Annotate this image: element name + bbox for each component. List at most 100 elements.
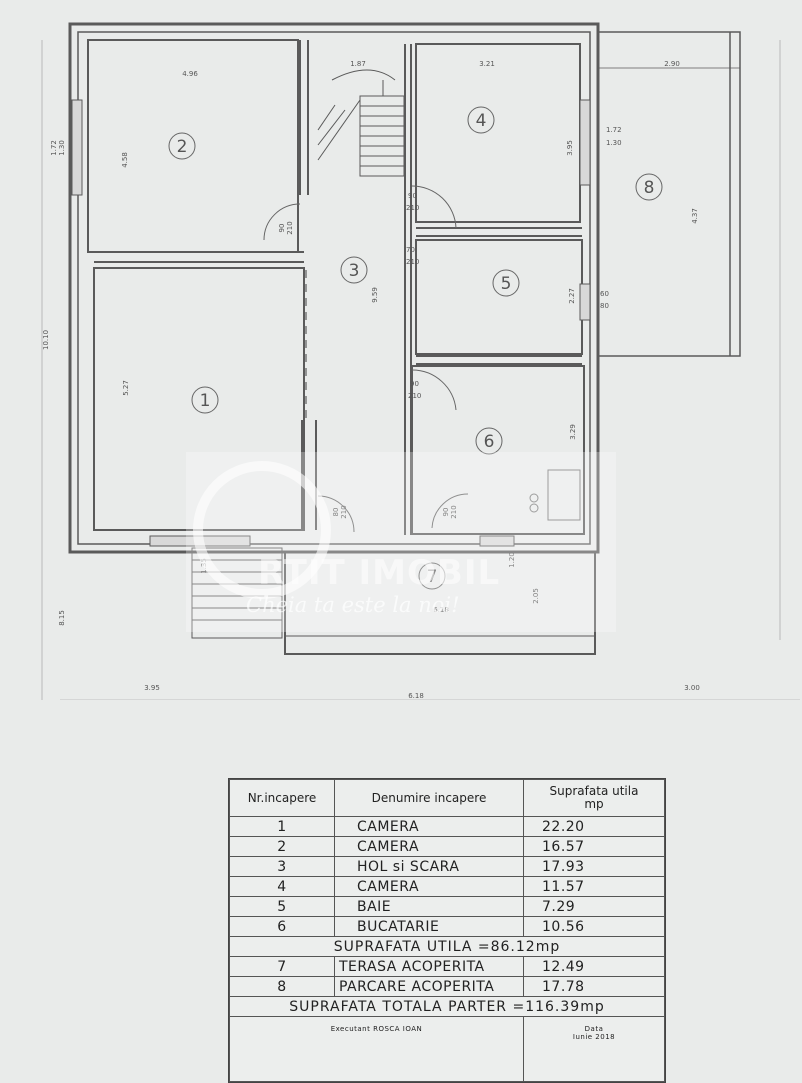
dim-room5-height: 2.27 bbox=[568, 288, 576, 304]
header-room-name: Denumire incapere bbox=[334, 779, 524, 817]
dim-room1-height: 5.27 bbox=[122, 380, 130, 396]
row-name: CAMERA bbox=[334, 876, 524, 897]
header-room-number: Nr.incapere bbox=[229, 779, 335, 817]
dim-total-height: 10.10 bbox=[42, 330, 50, 350]
dim-door-d: 90 bbox=[410, 380, 419, 388]
total-row: SUPRAFATA TOTALA PARTER =116.39mp bbox=[229, 996, 665, 1017]
dim-room2-height: 4.58 bbox=[121, 152, 129, 168]
header-area-line2: mp bbox=[584, 797, 604, 811]
dim-bottom-right: 3.00 bbox=[684, 684, 700, 692]
dim-door-e: 80 bbox=[332, 508, 340, 517]
watermark: RTIT IMOBIL Cheia ta este la noi! bbox=[186, 452, 616, 632]
door-swings bbox=[263, 185, 469, 533]
table-header-row: Nr.incapere Denumire incapere Suprafata … bbox=[229, 779, 665, 817]
dim-door-e-h: 210 bbox=[340, 505, 348, 518]
row-name: BAIE bbox=[334, 896, 524, 917]
row-number: 3 bbox=[229, 856, 335, 877]
dim-parking-height: 4.37 bbox=[691, 208, 699, 224]
table-row: 2 CAMERA 16.57 bbox=[229, 836, 665, 857]
dim-door-b-h: 210 bbox=[406, 258, 419, 266]
floor-plan: 2 1 3 4 5 6 7 8 4.96 1.87 3.21 2.90 4.58… bbox=[41, 22, 800, 700]
row-area: 7.29 bbox=[523, 896, 665, 917]
dimension-lines bbox=[41, 40, 800, 700]
table-row: 8 PARCARE ACOPERITA 17.78 bbox=[229, 976, 665, 997]
total-text: SUPRAFATA TOTALA PARTER =116.39mp bbox=[229, 996, 665, 1017]
date-value: Iunie 2018 bbox=[572, 1033, 616, 1041]
row-name: TERASA ACOPERITA bbox=[334, 956, 524, 977]
table-row: 1 CAMERA 22.20 bbox=[229, 816, 665, 837]
area-table: Nr.incapere Denumire incapere Suprafata … bbox=[228, 778, 666, 1083]
subtotal-text: SUPRAFATA UTILA =86.12mp bbox=[229, 936, 665, 957]
footer-row: Executant ROSCA IOAN Data Iunie 2018 bbox=[229, 1016, 665, 1082]
row-area: 22.20 bbox=[523, 816, 665, 837]
dim-door-d-h: 210 bbox=[408, 392, 421, 400]
dim-window5-w: 60 bbox=[600, 290, 609, 298]
room-number-8: 8 bbox=[644, 178, 655, 198]
dim-window-left-w: 1.72 bbox=[50, 140, 58, 156]
table-row: 3 HOL si SCARA 17.93 bbox=[229, 856, 665, 877]
date-label: Data bbox=[584, 1025, 604, 1033]
header-area-line1: Suprafata utila bbox=[549, 784, 639, 798]
row-area: 12.49 bbox=[523, 956, 665, 977]
dim-door-a-h: 210 bbox=[286, 221, 294, 234]
dim-window5-h: 80 bbox=[600, 302, 609, 310]
dim-room4-width: 3.21 bbox=[479, 60, 495, 68]
row-area: 17.78 bbox=[523, 976, 665, 997]
row-area: 17.93 bbox=[523, 856, 665, 877]
dim-door-f: 90 bbox=[442, 508, 450, 517]
dim-door-a: 90 bbox=[278, 224, 286, 233]
table-row: 5 BAIE 7.29 bbox=[229, 896, 665, 917]
row-area: 10.56 bbox=[523, 916, 665, 937]
table-row: 6 BUCATARIE 10.56 bbox=[229, 916, 665, 937]
room-number-7: 7 bbox=[427, 567, 438, 587]
dim-window-right-w: 1.72 bbox=[606, 126, 622, 134]
dim-window6-w: 1.20 bbox=[508, 552, 516, 568]
dim-door-b: 70 bbox=[406, 246, 415, 254]
table-row: 7 TERASA ACOPERITA 12.49 bbox=[229, 956, 665, 977]
dim-parking-width: 2.90 bbox=[664, 60, 680, 68]
dim-room2-width: 4.96 bbox=[182, 70, 198, 78]
watermark-brand: RTIT IMOBIL bbox=[258, 553, 500, 593]
room-number-5: 5 bbox=[501, 274, 512, 294]
row-number: 1 bbox=[229, 816, 335, 837]
subtotal-row: SUPRAFATA UTILA =86.12mp bbox=[229, 936, 665, 957]
room-number-1: 1 bbox=[200, 391, 211, 411]
room-labels bbox=[168, 106, 663, 590]
watermark-slogan: Cheia ta este la noi! bbox=[246, 593, 460, 617]
row-number: 7 bbox=[229, 956, 335, 977]
dim-terrace-depth: 2.05 bbox=[532, 588, 540, 604]
dim-room4-height: 3.95 bbox=[566, 140, 574, 156]
header-area: Suprafata utila mp bbox=[523, 779, 665, 817]
row-name: CAMERA bbox=[334, 816, 524, 837]
dim-room6-height: 3.29 bbox=[569, 424, 577, 440]
dim-left-bottom-height: 8.15 bbox=[58, 610, 66, 626]
row-name: PARCARE ACOPERITA bbox=[334, 976, 524, 997]
dim-door-f-h: 210 bbox=[450, 505, 458, 518]
row-number: 6 bbox=[229, 916, 335, 937]
kitchen-fixtures bbox=[529, 469, 581, 521]
row-name: HOL si SCARA bbox=[334, 856, 524, 877]
staircase bbox=[317, 69, 405, 177]
dim-door-c: 90 bbox=[408, 192, 417, 200]
row-number: 4 bbox=[229, 876, 335, 897]
dim-window-left-h: 1.30 bbox=[58, 140, 66, 156]
dim-door-c-h: 210 bbox=[406, 204, 419, 212]
dim-bottom-left: 3.95 bbox=[144, 684, 160, 692]
date-cell: Data Iunie 2018 bbox=[523, 1016, 665, 1082]
row-number: 8 bbox=[229, 976, 335, 997]
parking-canopy bbox=[598, 31, 741, 357]
terrace bbox=[284, 552, 596, 655]
row-number: 5 bbox=[229, 896, 335, 917]
row-area: 11.57 bbox=[523, 876, 665, 897]
room-number-4: 4 bbox=[476, 111, 487, 131]
row-name: CAMERA bbox=[334, 836, 524, 857]
row-area: 16.57 bbox=[523, 836, 665, 857]
room-number-2: 2 bbox=[177, 137, 188, 157]
executant-text: Executant ROSCA IOAN bbox=[229, 1016, 524, 1082]
dim-stair-width: 1.87 bbox=[350, 60, 366, 68]
dim-bottom-middle: 6.18 bbox=[408, 692, 424, 700]
row-number: 2 bbox=[229, 836, 335, 857]
row-name: BUCATARIE bbox=[334, 916, 524, 937]
table-row: 4 CAMERA 11.57 bbox=[229, 876, 665, 897]
room-number-6: 6 bbox=[484, 432, 495, 452]
